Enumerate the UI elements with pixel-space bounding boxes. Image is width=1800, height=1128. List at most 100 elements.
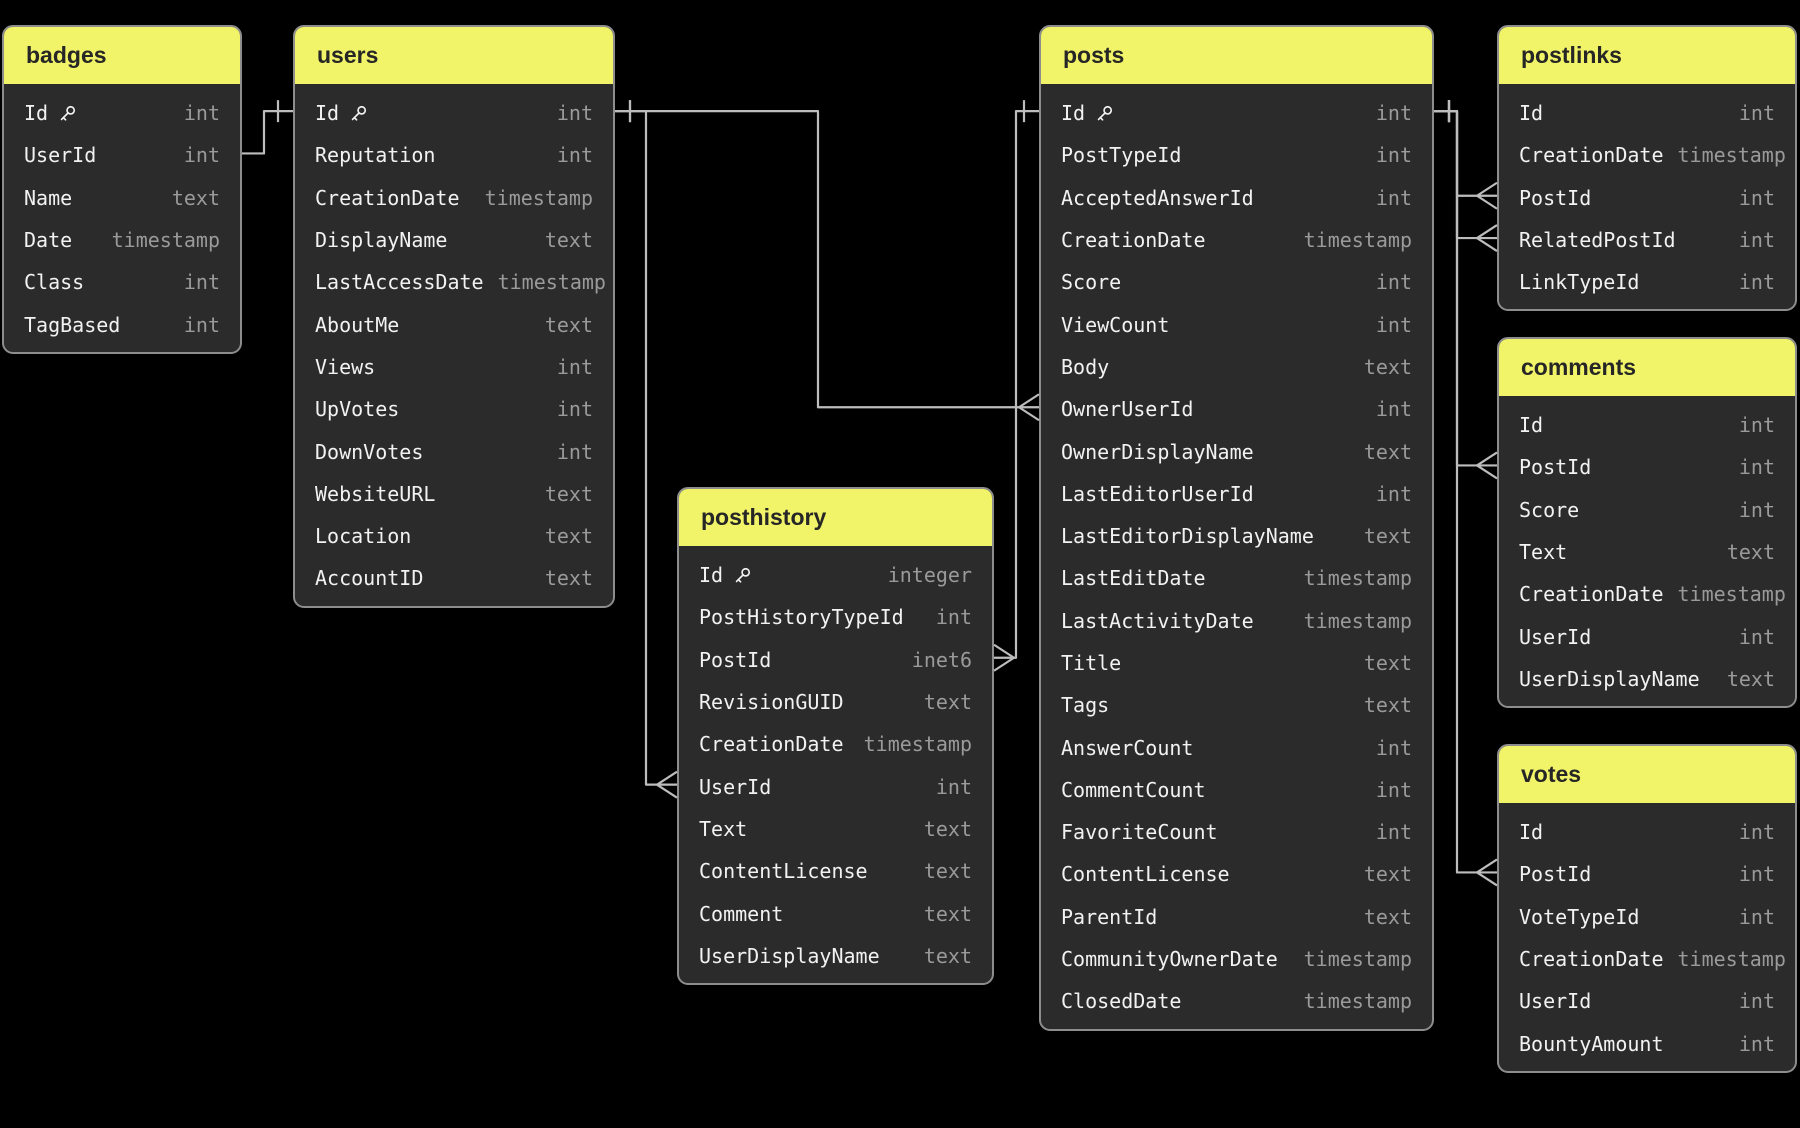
field-type: text [923, 943, 972, 968]
field-row-communityownerdate: CommunityOwnerDate timestamp [1041, 938, 1432, 980]
field-type: int [556, 143, 593, 168]
field-name: OwnerDisplayName [1061, 439, 1254, 464]
key-icon [351, 105, 367, 121]
field-row-tagbased: TagBased int [4, 303, 240, 345]
table-header[interactable]: votes [1499, 746, 1795, 803]
field-name: DisplayName [315, 228, 448, 253]
field-type: integer [887, 563, 972, 588]
field-type: text [1363, 354, 1412, 379]
field-name: LastAccessDate [315, 270, 484, 295]
rel-posts-Id-to-postlinks-PostId-many-marker [1476, 181, 1498, 197]
field-row-displayname: DisplayName text [295, 219, 613, 261]
field-name: Class [24, 270, 85, 295]
field-name: PostId [1519, 455, 1592, 480]
field-type: int [1375, 777, 1412, 802]
field-name: CreationDate [699, 732, 844, 757]
rel-users-Id-to-posthistory-UserId-many-marker [656, 783, 678, 799]
field-type: int [1738, 101, 1775, 126]
table-header[interactable]: comments [1499, 339, 1795, 396]
field-type: timestamp [863, 732, 972, 757]
field-name: Id [24, 101, 49, 126]
field-type: int [1375, 481, 1412, 506]
field-type: int [183, 270, 220, 295]
field-name: ViewCount [1061, 312, 1170, 337]
field-name: CreationDate [315, 185, 460, 210]
rel-users-Id-to-posthistory-UserId [615, 110, 677, 786]
rel-posts-Id-to-comments-PostId-many-marker [1476, 451, 1498, 467]
field-type: timestamp [1303, 947, 1412, 972]
field-type: int [556, 397, 593, 422]
field-name: AnswerCount [1061, 735, 1194, 760]
field-type: timestamp [1303, 228, 1412, 253]
field-type: text [544, 228, 593, 253]
field-type: int [556, 439, 593, 464]
table-header[interactable]: posts [1041, 27, 1432, 84]
key-icon [735, 567, 751, 583]
field-name: CommentCount [1061, 777, 1206, 802]
field-name: RelatedPostId [1519, 228, 1676, 253]
field-name: Body [1061, 354, 1110, 379]
key-icon [60, 105, 76, 121]
field-type: int [1375, 735, 1412, 760]
field-type: int [1738, 185, 1775, 210]
field-name: UserDisplayName [699, 943, 880, 968]
rel-posts-Id-to-postlinks-RelatedPostId-many-marker [1476, 224, 1498, 239]
field-name: TagBased [24, 312, 121, 337]
field-type: timestamp [1677, 143, 1786, 168]
field-type: int [1375, 312, 1412, 337]
field-name: FavoriteCount [1061, 820, 1218, 845]
field-type: text [1363, 904, 1412, 929]
rel-posts-Id-to-votes-PostId-many-marker [1476, 871, 1498, 887]
field-row-name: Name text [4, 177, 240, 219]
rel-posts-Id-to-postlinks-RelatedPostId [1434, 110, 1497, 240]
field-name: ContentLicense [699, 859, 868, 884]
field-type: int [183, 312, 220, 337]
field-name: AccountID [315, 566, 424, 591]
field-type: text [1363, 651, 1412, 675]
field-type: text [923, 859, 972, 884]
table-header[interactable]: users [295, 27, 613, 84]
field-type: text [544, 524, 593, 549]
field-type: int [556, 354, 593, 379]
field-name: Comment [699, 901, 784, 926]
field-name: Tags [1061, 693, 1110, 718]
table-header[interactable]: badges [4, 27, 240, 84]
rel-posts-Id-to-posthistory-PostId [994, 110, 1039, 659]
field-type: int [1375, 397, 1412, 422]
field-type: text [171, 185, 220, 210]
field-name: Name [24, 185, 73, 210]
field-type: int [1738, 989, 1775, 1014]
field-name: CommunityOwnerDate [1061, 947, 1278, 972]
field-type: int [1738, 820, 1775, 845]
rel-posts-Id-to-postlinks-RelatedPostId-many-marker [1476, 237, 1498, 252]
table-header[interactable]: posthistory [679, 489, 992, 546]
field-type: int [1375, 143, 1412, 168]
table-header[interactable]: postlinks [1499, 27, 1795, 84]
